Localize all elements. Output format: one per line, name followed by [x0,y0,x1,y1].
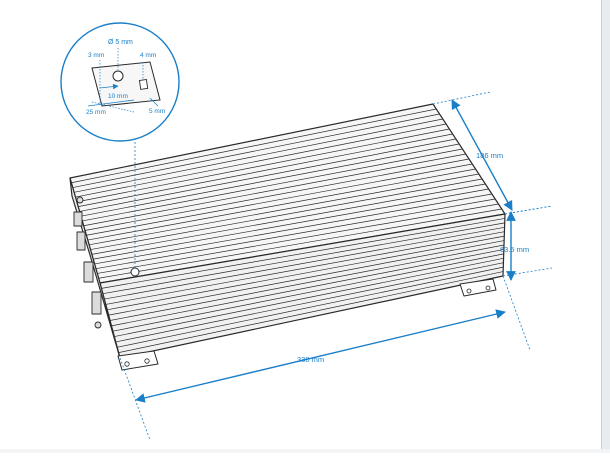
heatsink-fin [82,148,463,222]
mounting-tab-detail: Ø 5 mm 3 mm 4 mm 10 mm 25 mm 5 mm [60,22,180,142]
heatsink-fin [109,244,505,321]
heatsink-fin [80,143,460,217]
detail-tab-depth-label: 5 mm [149,108,165,115]
detail-hole-spacing-label: 10 mm [108,93,128,100]
heatsink-fin [105,231,505,305]
viewer-right-border [601,0,610,453]
heatsink-fin [83,153,466,227]
amplifier-housing [69,103,506,371]
detail-left-offset-label: 3 mm [88,52,104,59]
heatsink-fin [90,178,483,250]
end-panel-connectors [73,196,102,329]
detail-tab-width-label: 25 mm [86,109,106,116]
heatsink-fin [104,226,505,300]
heatsink-fin [89,173,479,246]
heatsink-fin [93,188,489,260]
heatsink-fin [86,163,473,236]
heatsink-fin [84,158,470,231]
viewer-bottom-border [0,449,610,453]
heatsink-fin [95,198,496,270]
heatsink-fin [78,133,453,207]
dimension-lines [119,91,553,441]
detail-hole [112,70,124,82]
heatsink-fin [91,183,486,255]
width-dimension-line [135,309,506,403]
heatsink-fin [101,218,505,289]
heatsink-fin [97,203,499,274]
heatsink-fin [74,118,443,193]
detail-tab-outline [91,61,161,107]
housing-left-face [69,177,121,359]
heatsink-fin [76,128,450,203]
width-label: 330 mm [297,355,324,364]
heatsink-fin [108,240,505,316]
detail-hole-diameter-label: Ø 5 mm [108,39,133,46]
heatsink-fin [75,123,447,198]
heatsink-fin [102,222,505,295]
heatsink-fin [79,138,456,212]
depth-dimension-line [451,99,513,211]
heatsink-fin [94,193,492,265]
heatsink-fin [107,235,505,311]
height-label: 63.5 mm [500,245,529,254]
heatsink-fin [87,168,476,241]
heatsink-fin [98,208,502,279]
heatsink-fin [72,113,440,188]
heatsink-fin [71,108,437,184]
detail-right-offset-label: 4 mm [140,52,156,59]
heatsink-fins-front [101,218,505,353]
depth-label: 186 mm [476,151,503,160]
top-mounting-hole [130,267,140,277]
heatsink-fins-top [71,108,502,279]
